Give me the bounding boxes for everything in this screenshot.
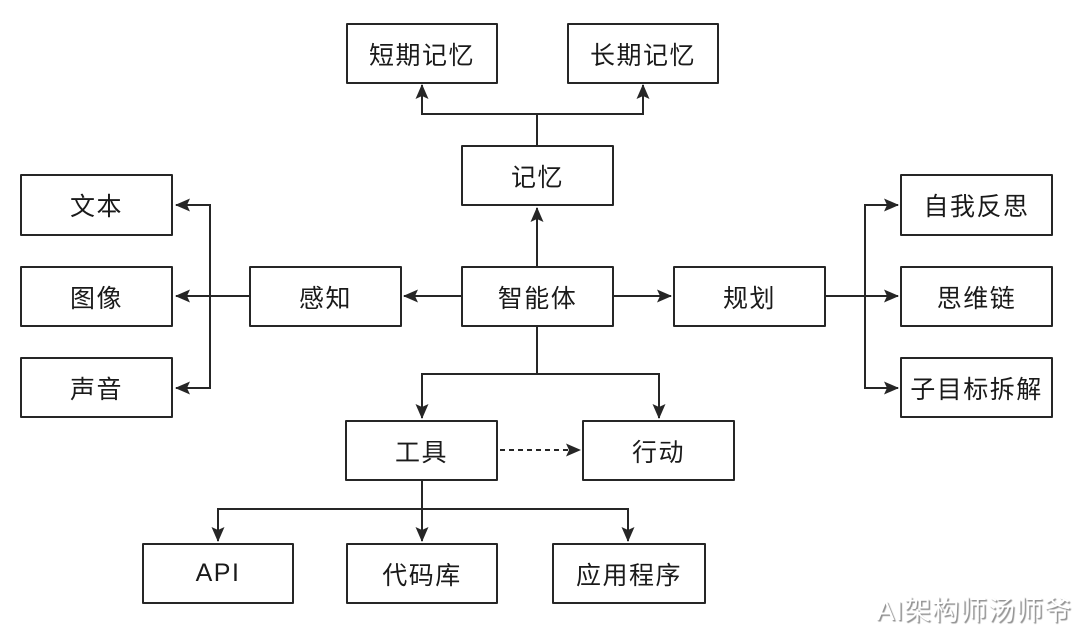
node-code-library: 代码库: [346, 543, 498, 604]
edge-tools-to-application: [421, 481, 635, 542]
edge-tools-to-api: [211, 481, 423, 542]
node-sound: 声音: [20, 357, 173, 418]
edge-memory-to-short-term-memory: [415, 84, 538, 145]
node-text: 文本: [20, 174, 173, 236]
node-image: 图像: [20, 266, 173, 327]
node-perception: 感知: [249, 266, 402, 327]
edge-perception-to-text: [175, 198, 249, 297]
node-short-term-memory: 短期记忆: [346, 23, 498, 84]
node-action: 行动: [582, 420, 735, 481]
edge-memory-to-long-term-memory: [536, 84, 650, 145]
node-tools: 工具: [345, 420, 498, 481]
node-planning: 规划: [673, 266, 826, 327]
node-agent: 智能体: [461, 266, 614, 327]
edge-perception-to-sound: [175, 295, 249, 395]
node-subgoal-decomposition: 子目标拆解: [900, 357, 1053, 418]
node-application: 应用程序: [552, 543, 706, 604]
watermark-text: AI架构师汤师爷: [876, 596, 1072, 626]
node-memory: 记忆: [461, 145, 614, 206]
node-api: API: [142, 543, 294, 604]
edge-agent-to-action: [536, 327, 666, 419]
node-self-reflection: 自我反思: [900, 174, 1053, 236]
node-chain-of-thought: 思维链: [900, 266, 1053, 327]
node-long-term-memory: 长期记忆: [567, 23, 719, 84]
edge-planning-to-subgoal-decomposition: [826, 295, 899, 395]
edge-planning-to-self-reflection: [826, 198, 899, 297]
edge-agent-to-tools: [415, 327, 538, 419]
